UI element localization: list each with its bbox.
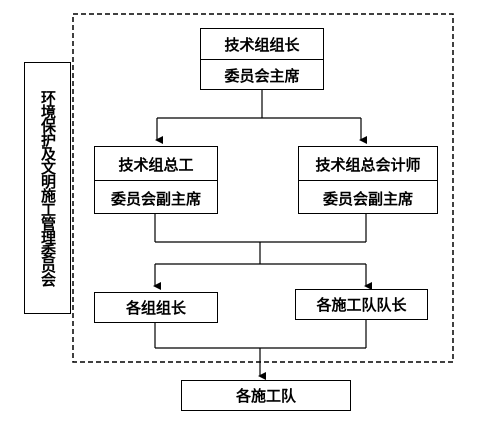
chairman-box: 技术组组长 委员会主席 <box>200 28 324 90</box>
chief-engineer-position: 委员会副主席 <box>110 189 201 208</box>
team-leaders-box: 各施工队队长 <box>295 289 428 320</box>
chief-engineer-role: 技术组总工 <box>118 155 194 174</box>
team-leaders-label: 各施工队队长 <box>316 296 407 314</box>
group-leaders-label: 各组组长 <box>125 299 186 317</box>
group-leaders-box: 各组组长 <box>94 292 218 323</box>
chief-accountant-role: 技术组总会计师 <box>315 155 421 174</box>
construction-teams-label: 各施工队 <box>235 387 296 405</box>
committee-frame <box>72 13 454 363</box>
chief-engineer-box: 技术组总工 委员会副主席 <box>94 146 218 214</box>
committee-name: 环境保护及文明施工管理委员会 <box>39 90 57 286</box>
chairman-role: 技术组组长 <box>224 36 300 54</box>
chief-accountant-position: 委员会副主席 <box>322 189 413 208</box>
chairman-position: 委员会主席 <box>224 67 300 85</box>
construction-teams-box: 各施工队 <box>181 380 351 411</box>
chief-accountant-box: 技术组总会计师 委员会副主席 <box>298 146 438 214</box>
committee-label-box: 环境保护及文明施工管理委员会 <box>24 62 71 314</box>
